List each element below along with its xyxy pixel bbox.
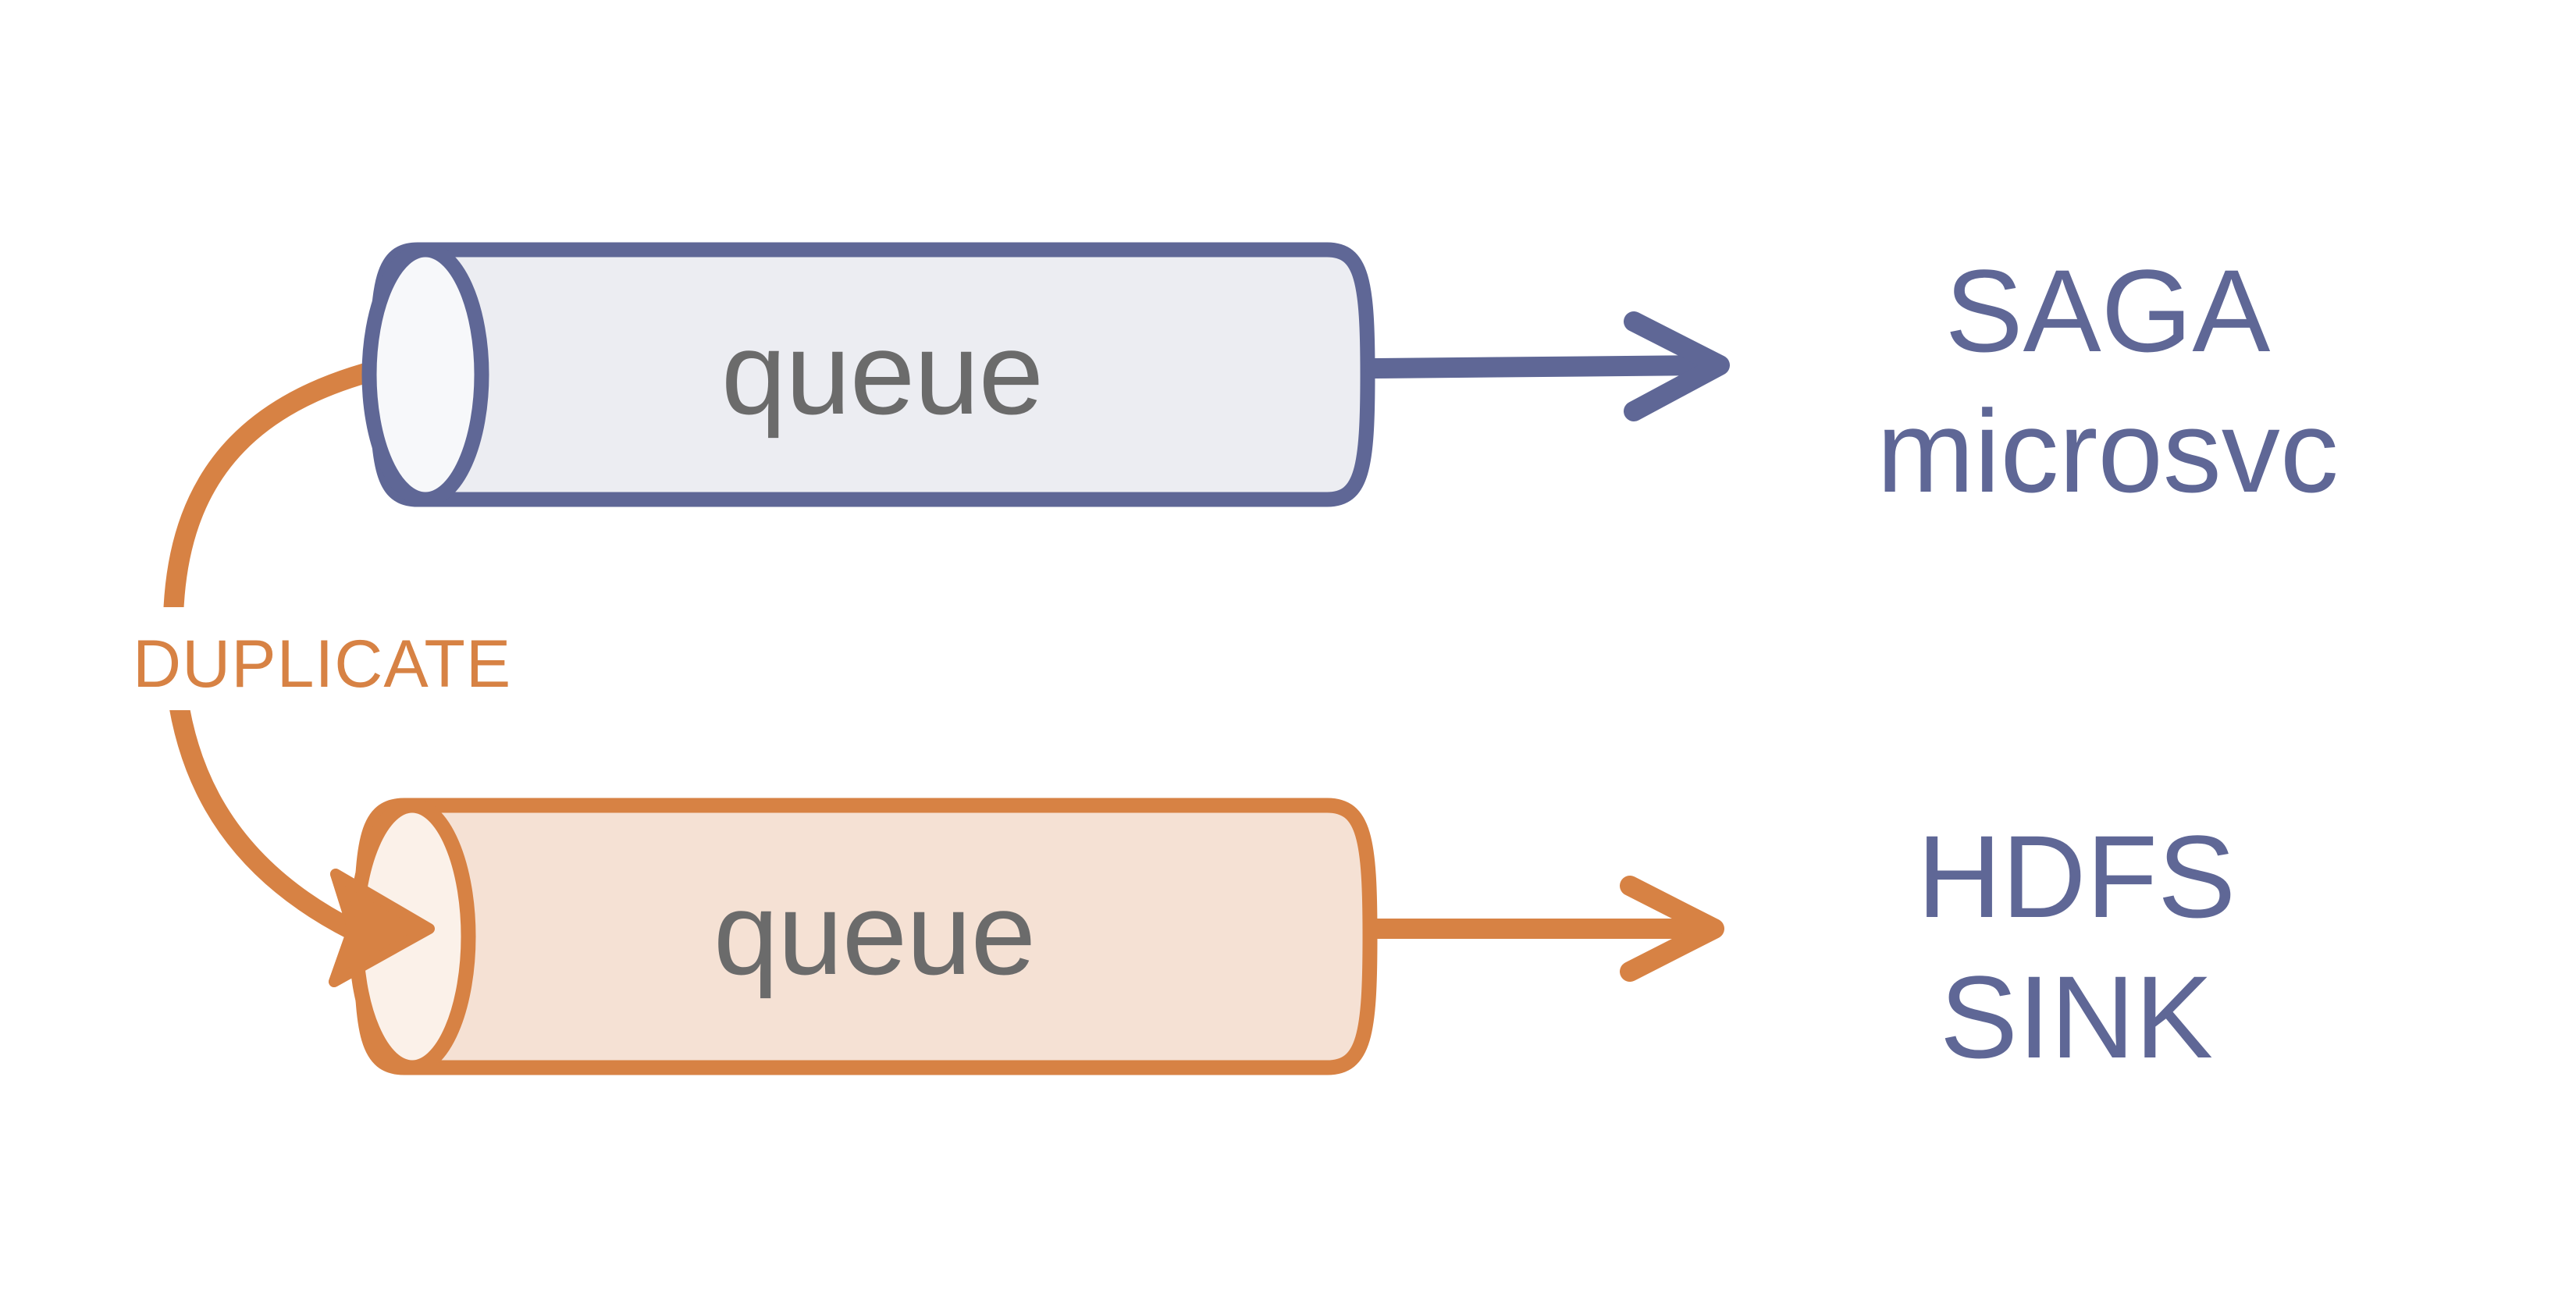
saga-microsvc-line1: SAGA xyxy=(1945,245,2271,376)
hdfs-sink-line1: HDFS xyxy=(1917,811,2236,942)
hdfs-sink-label[interactable]: HDFS SINK xyxy=(1917,811,2236,1082)
edge-queue-top-to-saga[interactable] xyxy=(1365,311,1730,421)
queue-bottom-label: queue xyxy=(713,868,1035,999)
hdfs-arrowhead-icon xyxy=(1620,876,1724,982)
hdfs-sink-line2: SINK xyxy=(1940,951,2213,1082)
duplicate-arrowhead-overlay-icon xyxy=(329,869,435,987)
duplicate-curve-path xyxy=(162,350,429,940)
queue-bottom-cylinder[interactable]: queue xyxy=(348,798,1378,1075)
saga-microsvc-label[interactable]: SAGA microsvc xyxy=(1877,245,2339,517)
saga-arrowhead-icon xyxy=(1624,311,1730,421)
saga-microsvc-line2: microsvc xyxy=(1877,386,2339,517)
edge-queue-bottom-to-hdfs[interactable] xyxy=(1364,876,1724,982)
duplicate-edge-label: DUPLICATE xyxy=(133,627,511,702)
saga-arrow-shaft xyxy=(1365,355,1720,379)
queue-top-label: queue xyxy=(721,307,1043,439)
queue-top-cylinder[interactable]: queue xyxy=(361,242,1375,507)
queue-top-cylinder-cap xyxy=(361,242,489,507)
